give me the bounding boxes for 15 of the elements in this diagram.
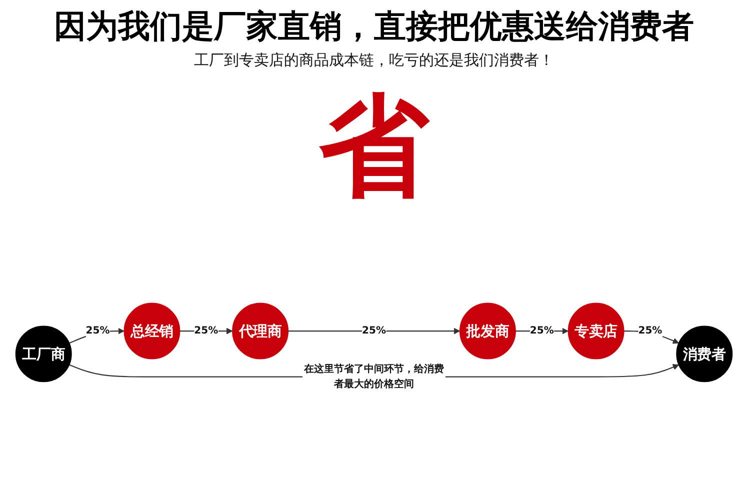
edge-label: 25%: [530, 324, 554, 336]
node-circle: 专卖店: [568, 302, 624, 360]
arrow: [288, 328, 460, 334]
edge-label: 25%: [194, 324, 218, 336]
node-circle: 工厂商: [15, 326, 72, 382]
title-text: 因为我们是厂家直销，直接把优惠送给消费者: [53, 6, 695, 46]
subtitle-text: 工厂到专卖店的商品成本链，吃亏的还是我们消费者！: [193, 50, 555, 70]
node-circle: 消费者: [676, 326, 733, 382]
node-circle: 总经销: [124, 302, 180, 360]
node-circle: 批发商: [459, 302, 516, 360]
edge-label: 25%: [638, 324, 662, 336]
edge-label: 在这里节省了中间环节，给消费者最大的价格空间: [304, 363, 444, 390]
highlight-character: 省: [319, 88, 429, 204]
edge-label: 25%: [86, 324, 110, 336]
edge-label: 25%: [362, 324, 386, 336]
